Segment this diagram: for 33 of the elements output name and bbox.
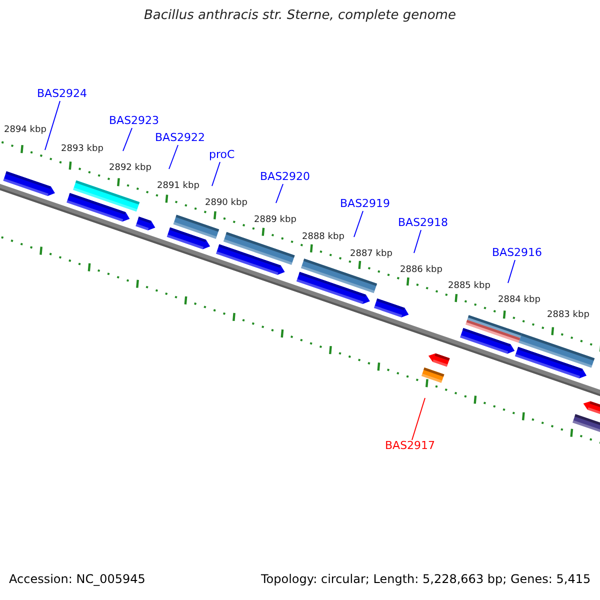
scale-label: 2894 kbp [4,125,46,136]
scale-label: 2887 kbp [350,249,392,260]
leader-line [122,128,132,152]
gene-label: BAS2918 [398,217,448,230]
leader-line [212,162,220,186]
scale-label: 2891 kbp [157,181,200,192]
leader-line [44,100,60,150]
gene-label: BAS2917 [385,440,436,453]
gene-label: BAS2916 [492,247,542,260]
gene-label: BAS2919 [340,198,390,211]
leader-line [508,260,516,284]
accession-label: Accession: NC_005945 [9,573,146,587]
leader-line [276,184,284,204]
gene-label: BAS2922 [155,132,206,145]
genome-info-label: Topology: circular; Length: 5,228,663 bp; Genes: 5,415 [261,573,591,587]
scale-label: 2893 kbp [61,144,104,154]
scale-label: 2885 kbp [448,281,490,292]
scale-label: 2886 kbp [400,265,442,276]
scale-label: 2888 kbp [302,232,344,242]
gene-label: BAS2920 [260,171,310,184]
scale-label: 2892 kbp [109,163,152,174]
scale-label: 2890 kbp [205,198,248,208]
title: Bacillus anthracis str. Sterne, complete genome [144,9,456,24]
scale-label: 2883 kbp [547,310,590,320]
scale-label: 2889 kbp [254,215,296,226]
gene-label: proC [209,149,235,162]
gene-label: BAS2923 [109,115,160,128]
leader-line [412,398,426,440]
leader-line [414,230,422,254]
leader-line [354,210,364,238]
scale-label: 2884 kbp [498,295,540,306]
gene-label: BAS2924 [37,88,88,101]
leader-line [168,144,178,170]
